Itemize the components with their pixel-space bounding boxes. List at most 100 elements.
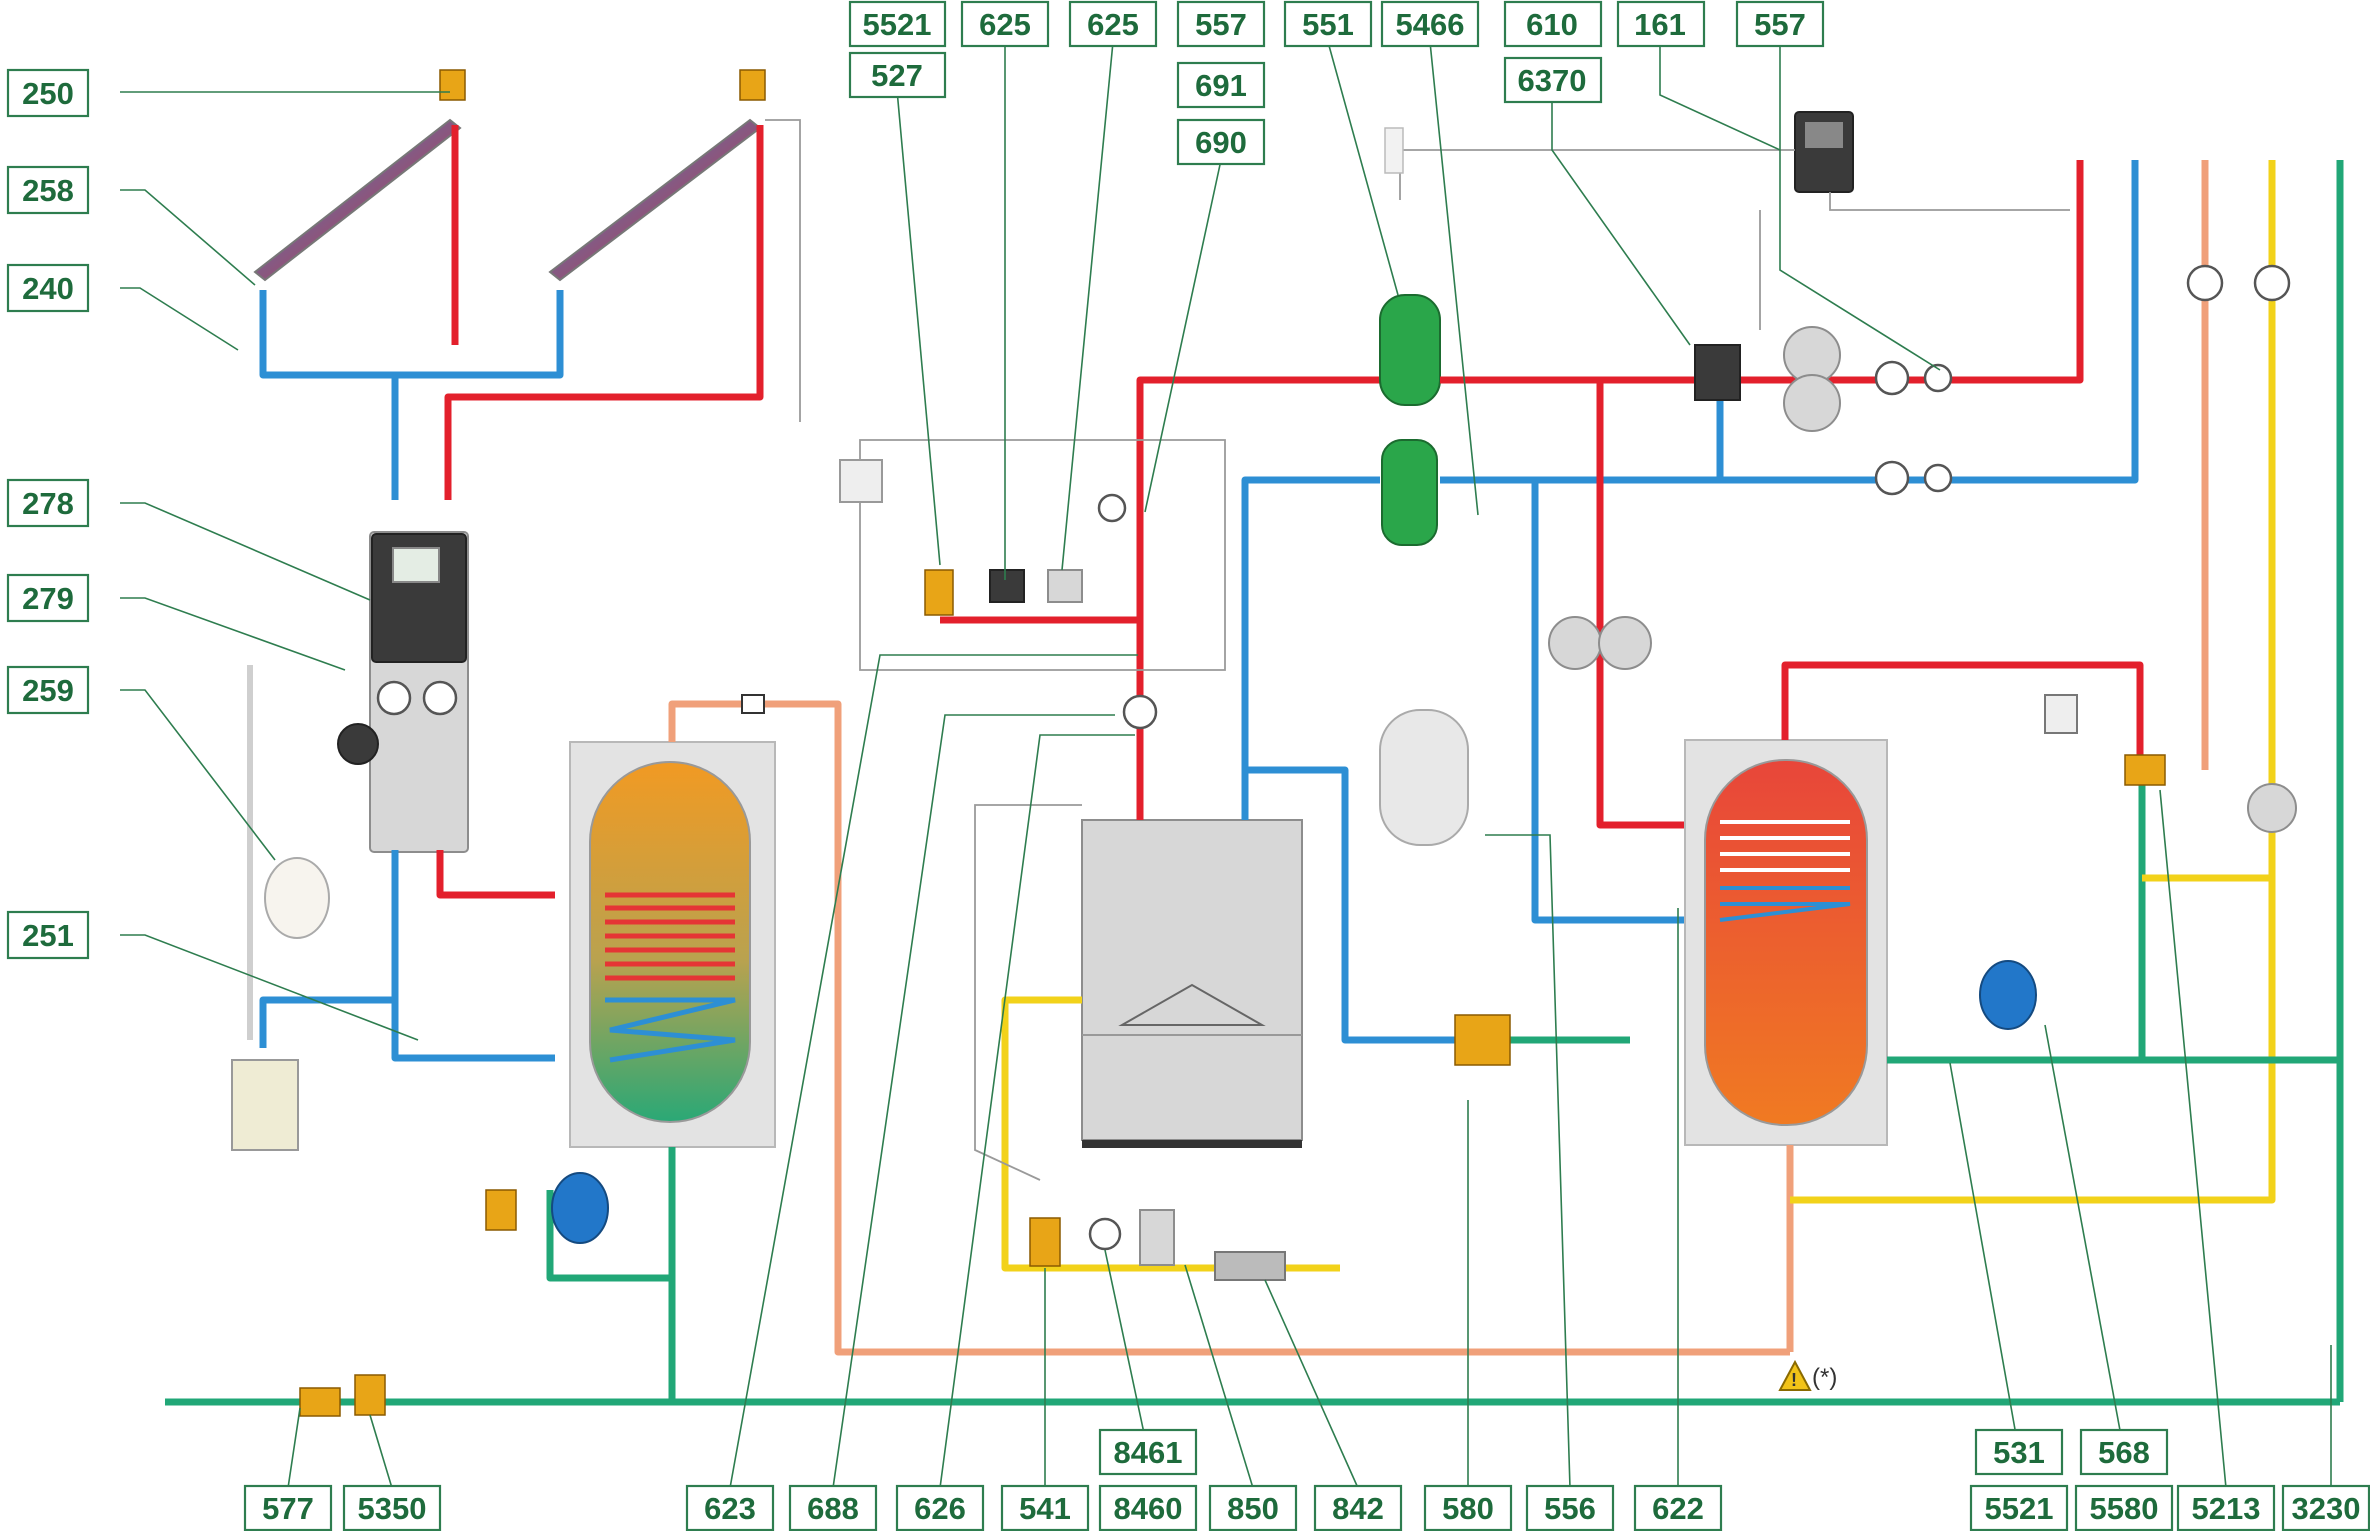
label-5213: 5213 [2176,1484,2276,1531]
expansion-vessel-icon [551,1172,609,1244]
air-vent-icon [739,69,766,101]
svg-text:259: 259 [22,673,74,708]
svg-text:278: 278 [22,486,74,521]
svg-text:3230: 3230 [2292,1491,2361,1526]
label-556: 556 [1525,1484,1615,1531]
label-551: 551 [1283,0,1373,48]
svg-text:842: 842 [1332,1491,1384,1526]
expansion-vessel-icon [1979,960,2037,1030]
solar-controller-icon [392,547,440,583]
thermometer-icon [1122,694,1158,730]
svg-text:!: ! [1791,1370,1797,1390]
svg-text:557: 557 [1754,7,1806,42]
label-622: 622 [1633,1484,1723,1531]
svg-text:5580: 5580 [2090,1491,2159,1526]
label-5466: 5466 [1380,0,1480,48]
svg-text:610: 610 [1526,7,1578,42]
label-278: 278 [6,478,90,528]
pressure-switch-icon [989,569,1025,603]
mixing-valve-icon [1694,344,1741,401]
label-279: 279 [6,573,90,623]
svg-text:626: 626 [914,1491,966,1526]
svg-text:527: 527 [871,58,923,93]
svg-text:6370: 6370 [1518,63,1587,98]
label-5350: 5350 [342,1484,442,1531]
label-6370: 6370 [1503,56,1603,104]
thermometer-icon [1923,363,1953,393]
label-527: 527 [848,51,947,99]
ball-valve-icon [741,694,765,714]
svg-text:5521: 5521 [1985,1491,2054,1526]
label-842: 842 [1313,1484,1403,1531]
circulator-pump-icon [1548,616,1652,670]
pressure-reducer-icon [354,1374,386,1416]
svg-text:622: 622 [1652,1491,1704,1526]
label-610: 610 [1503,0,1603,48]
label-626: 626 [895,1484,985,1531]
boiler-icon [1081,819,1303,1148]
label-577: 577 [243,1484,333,1531]
filling-group-icon [1454,1014,1511,1066]
air-vent-icon [439,69,466,101]
thermometer-icon [2253,264,2291,302]
warning-icon: ! [1778,1359,1812,1391]
label-688: 688 [788,1484,878,1531]
label-250: 250 [6,68,90,118]
hydraulic-separator-icon [1379,294,1441,406]
svg-text:556: 556 [1544,1491,1596,1526]
circulator-pump-icon [2247,783,2297,833]
svg-text:541: 541 [1019,1491,1071,1526]
svg-text:625: 625 [979,7,1031,42]
strainer-icon [299,1387,341,1417]
circulator-pump-icon [1783,326,1841,432]
svg-text:250: 250 [22,76,74,111]
label-251: 251 [6,910,90,960]
dirt-separator-icon [1381,439,1438,546]
svg-text:623: 623 [704,1491,756,1526]
label-623: 623 [685,1484,775,1531]
label-568: 568 [2079,1428,2169,1476]
label-5521-bottom: 5521 [1969,1484,2069,1531]
svg-text:531: 531 [1993,1435,2045,1470]
svg-text:850: 850 [1227,1491,1279,1526]
pressure-gauge-icon [1097,493,1127,523]
svg-text:551: 551 [1302,7,1354,42]
timer-icon [2044,694,2078,734]
pressure-gauge-icon [376,680,412,716]
thermometer-icon [1923,463,1953,493]
label-850: 850 [1208,1484,1298,1531]
circulator-pump-icon [337,723,379,765]
svg-text:5350: 5350 [358,1491,427,1526]
svg-text:557: 557 [1195,7,1247,42]
label-541: 541 [1000,1484,1090,1531]
safety-valve-icon [1029,1217,1061,1267]
label-3230: 3230 [2281,1484,2370,1531]
heat-transfer-fluid-tank-icon [231,1059,299,1151]
thermometer-icon [1874,360,1910,396]
label-557-top-b: 557 [1735,0,1825,48]
svg-text:690: 690 [1195,125,1247,160]
pressure-switch-icon [1047,569,1083,603]
label-258: 258 [6,165,90,215]
svg-text:5521: 5521 [863,7,932,42]
thermometer-icon [2186,264,2224,302]
label-5580: 5580 [2074,1484,2174,1531]
svg-text:625: 625 [1087,7,1139,42]
svg-text:580: 580 [1442,1491,1494,1526]
label-557-top: 557 [1176,0,1266,48]
note-asterisk: (*) [1812,1364,1837,1391]
safety-valve-icon [485,1189,517,1231]
gas-pressure-regulator-icon [1139,1209,1175,1266]
svg-text:5466: 5466 [1396,7,1465,42]
thermometer-icon [422,680,458,716]
label-161: 161 [1616,0,1706,48]
svg-text:240: 240 [22,271,74,306]
outdoor-sensor-icon [1384,127,1404,174]
label-625-a: 625 [960,0,1050,48]
label-8461: 8461 [1098,1428,1198,1476]
label-531: 531 [1974,1428,2064,1476]
label-8460: 8460 [1098,1484,1198,1531]
mixing-valve-icon [2124,754,2166,786]
gas-filter-icon [1214,1251,1286,1281]
